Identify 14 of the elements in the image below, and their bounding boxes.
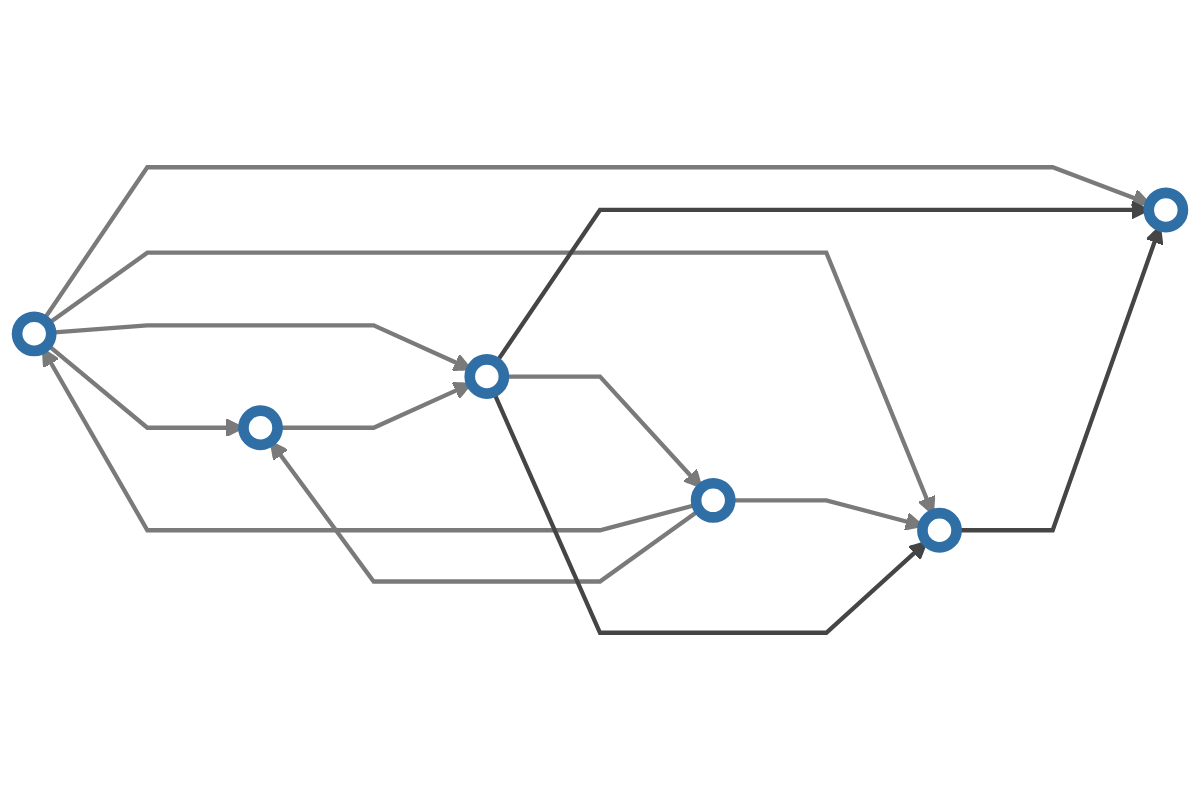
arrow [42, 165, 1151, 321]
arrow [41, 347, 698, 533]
ring-node [464, 354, 510, 399]
arrow [491, 391, 928, 635]
arrow [51, 323, 473, 372]
ring-node [1143, 187, 1189, 233]
ring-node [690, 477, 736, 523]
arrow [269, 440, 701, 584]
arrow [494, 200, 1150, 364]
ring-node [238, 405, 283, 451]
ring-node [917, 507, 962, 553]
arrow [46, 250, 936, 516]
arrow [730, 498, 924, 531]
ring-node [11, 311, 57, 357]
